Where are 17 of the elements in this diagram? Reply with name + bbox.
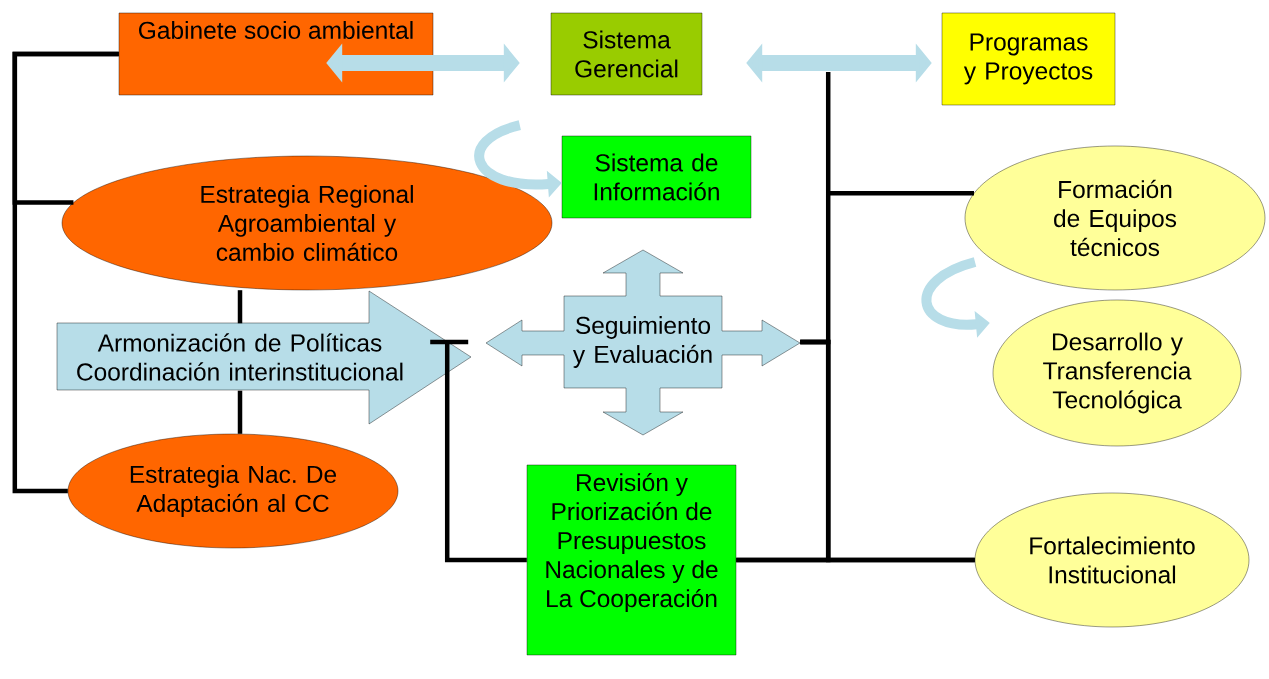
double-arrow bbox=[326, 43, 520, 83]
connector-line bbox=[12, 51, 119, 494]
connector-line bbox=[237, 390, 243, 434]
process-box: Revisión y Priorización de Presupuestos Nacionales y de La Cooperación bbox=[526, 464, 737, 656]
process-box: Programas y Proyectos bbox=[941, 12, 1116, 106]
process-box: Gabinete socio ambiental bbox=[118, 12, 434, 96]
process-box: Sistema Gerencial bbox=[550, 12, 703, 96]
connector-line bbox=[427, 339, 530, 563]
connector-line bbox=[736, 557, 975, 563]
process-box: Sistema de Información bbox=[561, 135, 752, 219]
oval: Estrategia Nac. De Adaptación al CC bbox=[67, 433, 399, 549]
oval: Estrategia Regional Agroambiental y cambio climático bbox=[61, 155, 553, 291]
double-arrow bbox=[746, 43, 932, 83]
connector-line bbox=[237, 290, 243, 324]
oval: Formación de Equipos técnicos bbox=[964, 145, 1266, 291]
oval: Desarrollo y Transferencia Tecnológica bbox=[992, 299, 1242, 447]
oval: Fortalecimiento Institucional bbox=[974, 492, 1250, 628]
